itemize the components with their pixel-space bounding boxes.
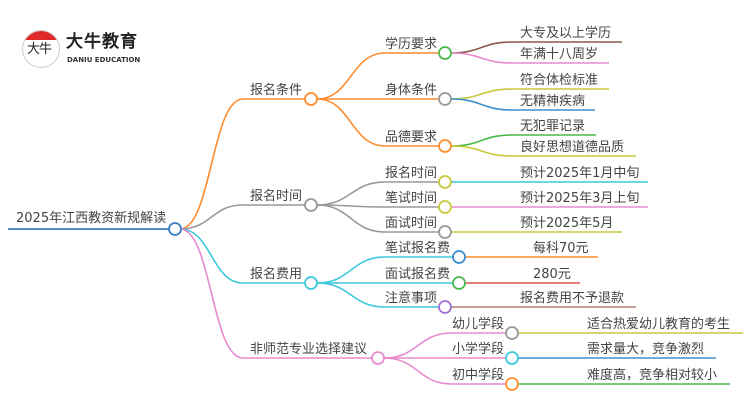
sub-branch-connector	[316, 256, 453, 284]
logo-name-en: DANIU EDUCATION	[67, 56, 141, 64]
leaf-label: 良好思想道德品质	[520, 139, 624, 155]
sub-branch-label: 报名时间	[385, 165, 437, 181]
sub-branch-node-icon	[452, 250, 466, 264]
sub-branch-label: 身体条件	[385, 82, 437, 98]
branch-node-icon	[371, 351, 385, 365]
branch-connector	[179, 228, 372, 359]
root-label: 2025年江西教资新规解读	[16, 210, 166, 226]
leaf-label: 适合热爱幼儿教育的考生	[587, 316, 730, 332]
leaf-label: 难度高，竞争相对较小	[587, 367, 717, 383]
leaf-label: 无精神疾病	[520, 94, 585, 109]
sub-branch-connector	[383, 332, 506, 359]
logo: 大牛 大牛教育 DANIU EDUCATION	[22, 28, 152, 72]
leaf-label: 年满十八周岁	[520, 47, 598, 62]
sub-branch-connector	[316, 204, 439, 208]
leaf-connector	[450, 145, 636, 157]
sub-branch-node-icon	[438, 139, 452, 153]
sub-branch-connector	[316, 98, 439, 147]
sub-branch-node-icon	[505, 377, 519, 391]
branch-label: 报名条件	[250, 82, 302, 98]
sub-branch-connector	[383, 357, 506, 385]
sub-branch-connector	[316, 204, 439, 233]
logo-name-cn: 大牛教育	[66, 32, 138, 52]
branch-connector	[179, 228, 305, 284]
leaf-label: 280元	[533, 267, 571, 282]
logo-mark-icon: 大牛	[22, 30, 60, 68]
leaf-connector	[450, 52, 609, 64]
leaf-label: 报名费用不予退款	[520, 290, 624, 306]
leaf-label: 预计2025年3月上旬	[520, 191, 639, 206]
sub-branch-node-icon	[505, 326, 519, 340]
sub-branch-label: 品德要求	[385, 130, 437, 145]
leaf-label: 预计2025年1月中旬	[520, 166, 639, 181]
sub-branch-label: 初中学段	[452, 367, 504, 383]
sub-branch-node-icon	[438, 175, 452, 189]
sub-branch-connector	[316, 282, 439, 308]
root-node-icon	[168, 222, 182, 236]
branch-label: 非师范专业选择建议	[250, 342, 367, 357]
branch-node-icon	[304, 276, 318, 290]
sub-branch-label: 学历要求	[385, 36, 437, 52]
branch-connector	[179, 98, 305, 230]
sub-branch-label: 面试报名费	[385, 266, 450, 282]
sub-branch-node-icon	[438, 225, 452, 239]
leaf-label: 符合体检标准	[520, 72, 598, 88]
sub-branch-label: 注意事项	[385, 290, 437, 306]
sub-branch-node-icon	[438, 46, 452, 60]
sub-branch-node-icon	[438, 92, 452, 106]
sub-branch-label: 笔试报名费	[385, 240, 450, 256]
sub-branch-label: 笔试时间	[385, 190, 437, 206]
leaf-label: 需求量大，竞争激烈	[587, 341, 704, 357]
sub-branch-label: 小学学段	[452, 341, 504, 357]
sub-branch-connector	[316, 181, 439, 206]
branch-node-icon	[304, 198, 318, 212]
branch-label: 报名费用	[250, 266, 302, 282]
sub-branch-node-icon	[452, 276, 466, 290]
leaf-label: 预计2025年5月	[520, 216, 613, 231]
sub-branch-label: 面试时间	[385, 216, 437, 231]
leaf-connector	[450, 134, 596, 147]
sub-branch-node-icon	[438, 200, 452, 214]
branch-label: 报名时间	[250, 188, 302, 204]
leaf-connector	[450, 98, 595, 111]
sub-branch-node-icon	[438, 300, 452, 314]
leaf-label: 无犯罪记录	[520, 119, 585, 134]
leaf-label: 大专及以上学历	[520, 25, 611, 41]
logo-mark-band	[23, 31, 59, 40]
leaf-connector	[450, 41, 622, 54]
branch-connector	[179, 204, 305, 230]
leaf-label: 每科70元	[533, 240, 589, 256]
logo-mark-glyph: 大牛	[27, 42, 52, 57]
sub-branch-label: 幼儿学段	[452, 316, 504, 332]
sub-branch-connector	[316, 52, 439, 100]
sub-branch-node-icon	[505, 351, 519, 365]
branch-node-icon	[304, 92, 318, 106]
